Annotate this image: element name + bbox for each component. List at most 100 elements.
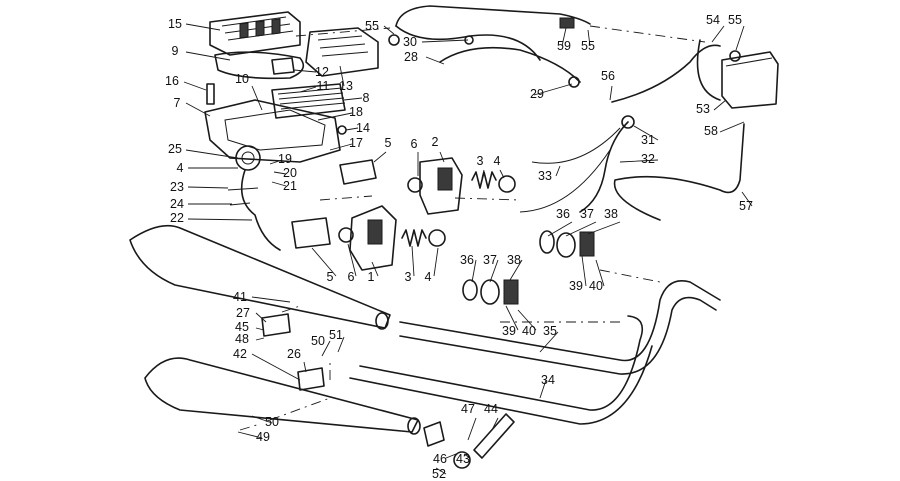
callout-50: 50 [265, 415, 279, 429]
callout-31: 31 [641, 133, 655, 147]
callout-4: 4 [425, 270, 432, 284]
callout-41: 41 [233, 290, 247, 304]
callout-27: 27 [236, 306, 250, 320]
callout-2: 2 [432, 135, 439, 149]
callout-37: 37 [580, 207, 594, 221]
callout-55: 55 [581, 39, 595, 53]
spring-upper [471, 171, 497, 189]
callout-38: 38 [604, 207, 618, 221]
callout-58: 58 [704, 124, 718, 138]
callout-55: 55 [365, 19, 379, 33]
bracket [206, 83, 215, 105]
silencer-lower [144, 357, 421, 435]
callout-30: 30 [403, 35, 417, 49]
callout-50: 50 [311, 334, 325, 348]
callout-47: 47 [461, 402, 475, 416]
callout-34: 34 [541, 373, 555, 387]
bracket-27 [261, 313, 291, 337]
throttle-cable-left [240, 169, 281, 251]
tank-line [611, 44, 721, 103]
callout-16: 16 [165, 74, 179, 88]
callout-51: 51 [329, 328, 343, 342]
callout-35: 35 [543, 324, 557, 338]
drain-hose [613, 123, 745, 221]
fuel-line-top [395, 5, 591, 27]
callout-32: 32 [641, 152, 655, 166]
callout-29: 29 [530, 87, 544, 101]
callout-13: 13 [339, 79, 353, 93]
callout-54: 54 [706, 13, 720, 27]
silencer-upper [129, 224, 391, 330]
carburetor-lower [338, 205, 397, 271]
callout-39: 39 [569, 279, 583, 293]
callout-6: 6 [348, 270, 355, 284]
callout-49: 49 [256, 430, 270, 444]
cable-31 [579, 121, 629, 213]
callout-19: 19 [278, 152, 292, 166]
clamp-36-lower [462, 279, 478, 301]
callout-53: 53 [696, 102, 710, 116]
clamp [271, 57, 295, 75]
callout-14: 14 [356, 121, 370, 135]
callout-57: 57 [739, 199, 753, 213]
oil-tank [721, 50, 779, 109]
callout-48: 48 [235, 332, 249, 346]
callout-33: 33 [538, 169, 552, 183]
callout-5: 5 [385, 136, 392, 150]
callout-24: 24 [170, 197, 184, 211]
callout-7: 7 [174, 96, 181, 110]
callout-1: 1 [368, 270, 375, 284]
ring-lower [428, 229, 446, 247]
intake-manifold-lower [291, 217, 331, 249]
pipe-44 [473, 413, 515, 459]
callout-46: 46 [433, 452, 447, 466]
air-filter-cover [209, 11, 301, 56]
filter-lid [305, 27, 379, 77]
callout-38: 38 [507, 253, 521, 267]
clamp-36-upper [539, 230, 555, 254]
callout-42: 42 [233, 347, 247, 361]
callout-3: 3 [405, 270, 412, 284]
callout-45: 45 [235, 320, 249, 334]
carburetor-upper [407, 157, 463, 215]
callout-28: 28 [404, 50, 418, 64]
callout-4: 4 [177, 161, 184, 175]
callout-56: 56 [601, 69, 615, 83]
callout-18: 18 [349, 105, 363, 119]
callout-20: 20 [283, 166, 297, 180]
callout-12: 12 [315, 65, 329, 79]
callout-17: 17 [349, 136, 363, 150]
ring-upper [498, 175, 516, 193]
callout-39: 39 [502, 324, 516, 338]
callout-36: 36 [460, 253, 474, 267]
callout-22: 22 [170, 211, 184, 225]
filter-element [271, 83, 346, 119]
exhaust-pipe-35 [399, 280, 721, 362]
callout-52: 52 [432, 467, 446, 481]
spring-lower [401, 229, 427, 247]
callout-25: 25 [168, 142, 182, 156]
callout-5: 5 [327, 270, 334, 284]
callout-10: 10 [235, 72, 249, 86]
callout-21: 21 [283, 179, 297, 193]
exhaust-pipe-34 [359, 315, 644, 411]
callout-40: 40 [589, 279, 603, 293]
callout-4: 4 [494, 154, 501, 168]
callout-8: 8 [363, 91, 370, 105]
callout-59: 59 [557, 39, 571, 53]
fuel-line-28 [439, 46, 581, 83]
callout-9: 9 [172, 44, 179, 58]
callout-36: 36 [556, 207, 570, 221]
clip [337, 125, 347, 135]
callout-40: 40 [522, 324, 536, 338]
callout-44: 44 [484, 402, 498, 416]
callout-15: 15 [168, 17, 182, 31]
callout-3: 3 [477, 154, 484, 168]
callout-55: 55 [728, 13, 742, 27]
assembly-lines [239, 25, 706, 431]
callout-26: 26 [287, 347, 301, 361]
callout-6: 6 [411, 137, 418, 151]
leader-lines [183, 23, 753, 475]
